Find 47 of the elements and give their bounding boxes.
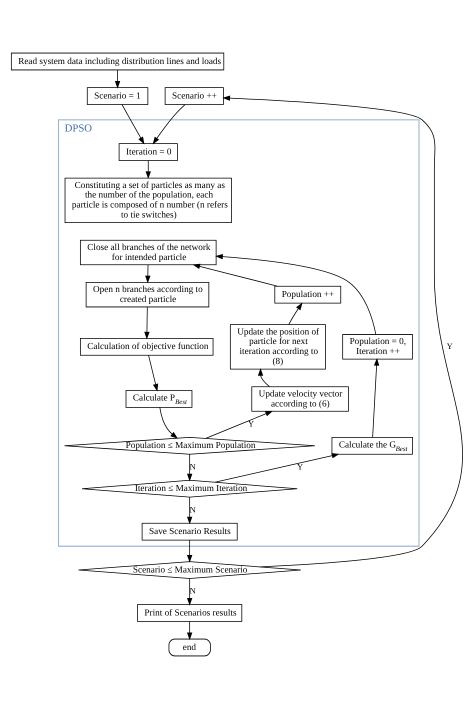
node-diamond: Population ≤ Maximum Population bbox=[64, 436, 316, 454]
node-box: Scenario ++ bbox=[164, 86, 224, 104]
node-box: Constituting a set of particles as many as the number of the population, each particle is composed of n number (n refers to tie switches) bbox=[64, 177, 232, 222]
node-diamond: Iteration ≤ Maximum Iteration bbox=[82, 479, 298, 498]
node-box: Print of Scenarios results bbox=[137, 604, 242, 622]
node-box: Close all branches of the network for intended particle bbox=[80, 239, 216, 265]
node-box: Population ++ bbox=[274, 285, 342, 303]
node-box: end bbox=[168, 638, 211, 656]
arrow bbox=[122, 104, 144, 144]
arrow bbox=[186, 539, 192, 562]
node-box: Open n branches according to created particle bbox=[86, 282, 210, 307]
arrow bbox=[192, 263, 278, 286]
edge-label: N bbox=[190, 504, 196, 514]
arrow bbox=[186, 496, 192, 524]
node-box: Population = 0, Iteration ++ bbox=[342, 334, 413, 359]
arrow bbox=[186, 578, 192, 606]
edge-label: Y bbox=[446, 340, 453, 350]
arrow bbox=[152, 104, 186, 144]
node-diamond: Scenario ≤ Maximum Scenario bbox=[78, 560, 302, 578]
node-box: Calculate P$_{Best}$ bbox=[126, 390, 192, 408]
edge-label: Y bbox=[297, 460, 304, 471]
arrow bbox=[186, 620, 192, 640]
arrow bbox=[145, 264, 151, 283]
arrow bbox=[159, 406, 178, 438]
node-box: Update velocity vector according to (6) bbox=[251, 386, 349, 412]
node-box: Read system data including distribution lines and loads bbox=[10, 52, 224, 70]
node-box: Scenario = 1 bbox=[86, 86, 148, 104]
arrow bbox=[222, 94, 463, 567]
arrow bbox=[205, 410, 274, 438]
node-box: Update the position of particle for next iteration according to (8) bbox=[230, 324, 326, 369]
arrow bbox=[214, 452, 340, 482]
arrow bbox=[144, 306, 150, 339]
arrow bbox=[146, 160, 151, 179]
arrow bbox=[372, 358, 380, 437]
arrow bbox=[288, 302, 303, 324]
edge-label: N bbox=[190, 585, 196, 596]
arrow bbox=[258, 368, 270, 386]
node-box: Calculation of objective function bbox=[80, 338, 214, 356]
edge-label: N bbox=[190, 460, 196, 471]
arrow bbox=[114, 69, 120, 88]
arrow bbox=[215, 253, 376, 334]
arrow bbox=[148, 354, 158, 392]
node-box: Save Scenario Results bbox=[142, 522, 238, 540]
edge-label: Y bbox=[248, 418, 254, 428]
node-box: Calculate the G$_{Best}$ bbox=[332, 436, 413, 454]
node-box: Iteration = 0 bbox=[118, 142, 178, 160]
arrow bbox=[186, 454, 192, 481]
